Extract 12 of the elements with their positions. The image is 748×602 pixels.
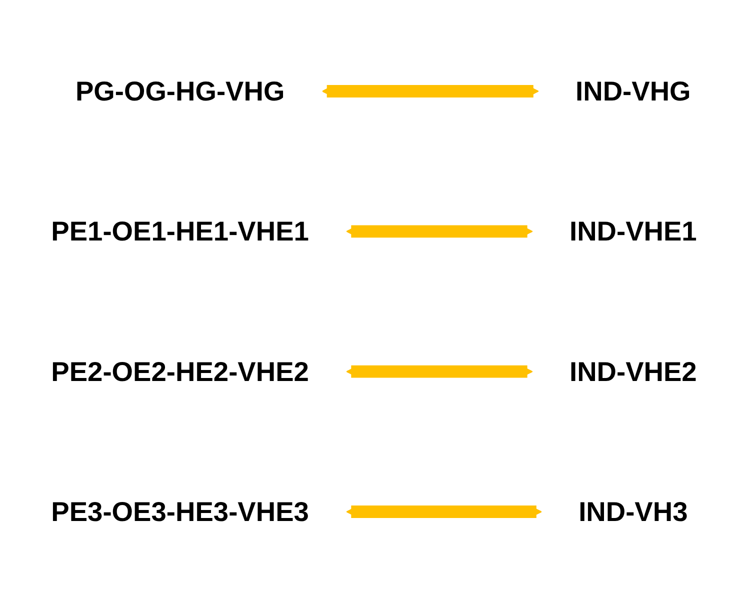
node-text: IND-VHG [576, 75, 691, 106]
node-text: IND-VH3 [578, 496, 688, 527]
node-text: PE2-OE2-HE2-VHE2 [51, 356, 309, 387]
node-text: PE3-OE3-HE3-VHE3 [51, 496, 309, 527]
arrow [346, 505, 542, 518]
node-text: IND-VHE1 [569, 215, 697, 246]
arrow [322, 84, 539, 97]
arrow [346, 224, 533, 238]
node-text: PG-OG-HG-VHG [75, 75, 285, 106]
arrow [346, 364, 533, 378]
node-text: IND-VHE2 [569, 356, 697, 387]
node-text: PE1-OE1-HE1-VHE1 [51, 215, 309, 246]
